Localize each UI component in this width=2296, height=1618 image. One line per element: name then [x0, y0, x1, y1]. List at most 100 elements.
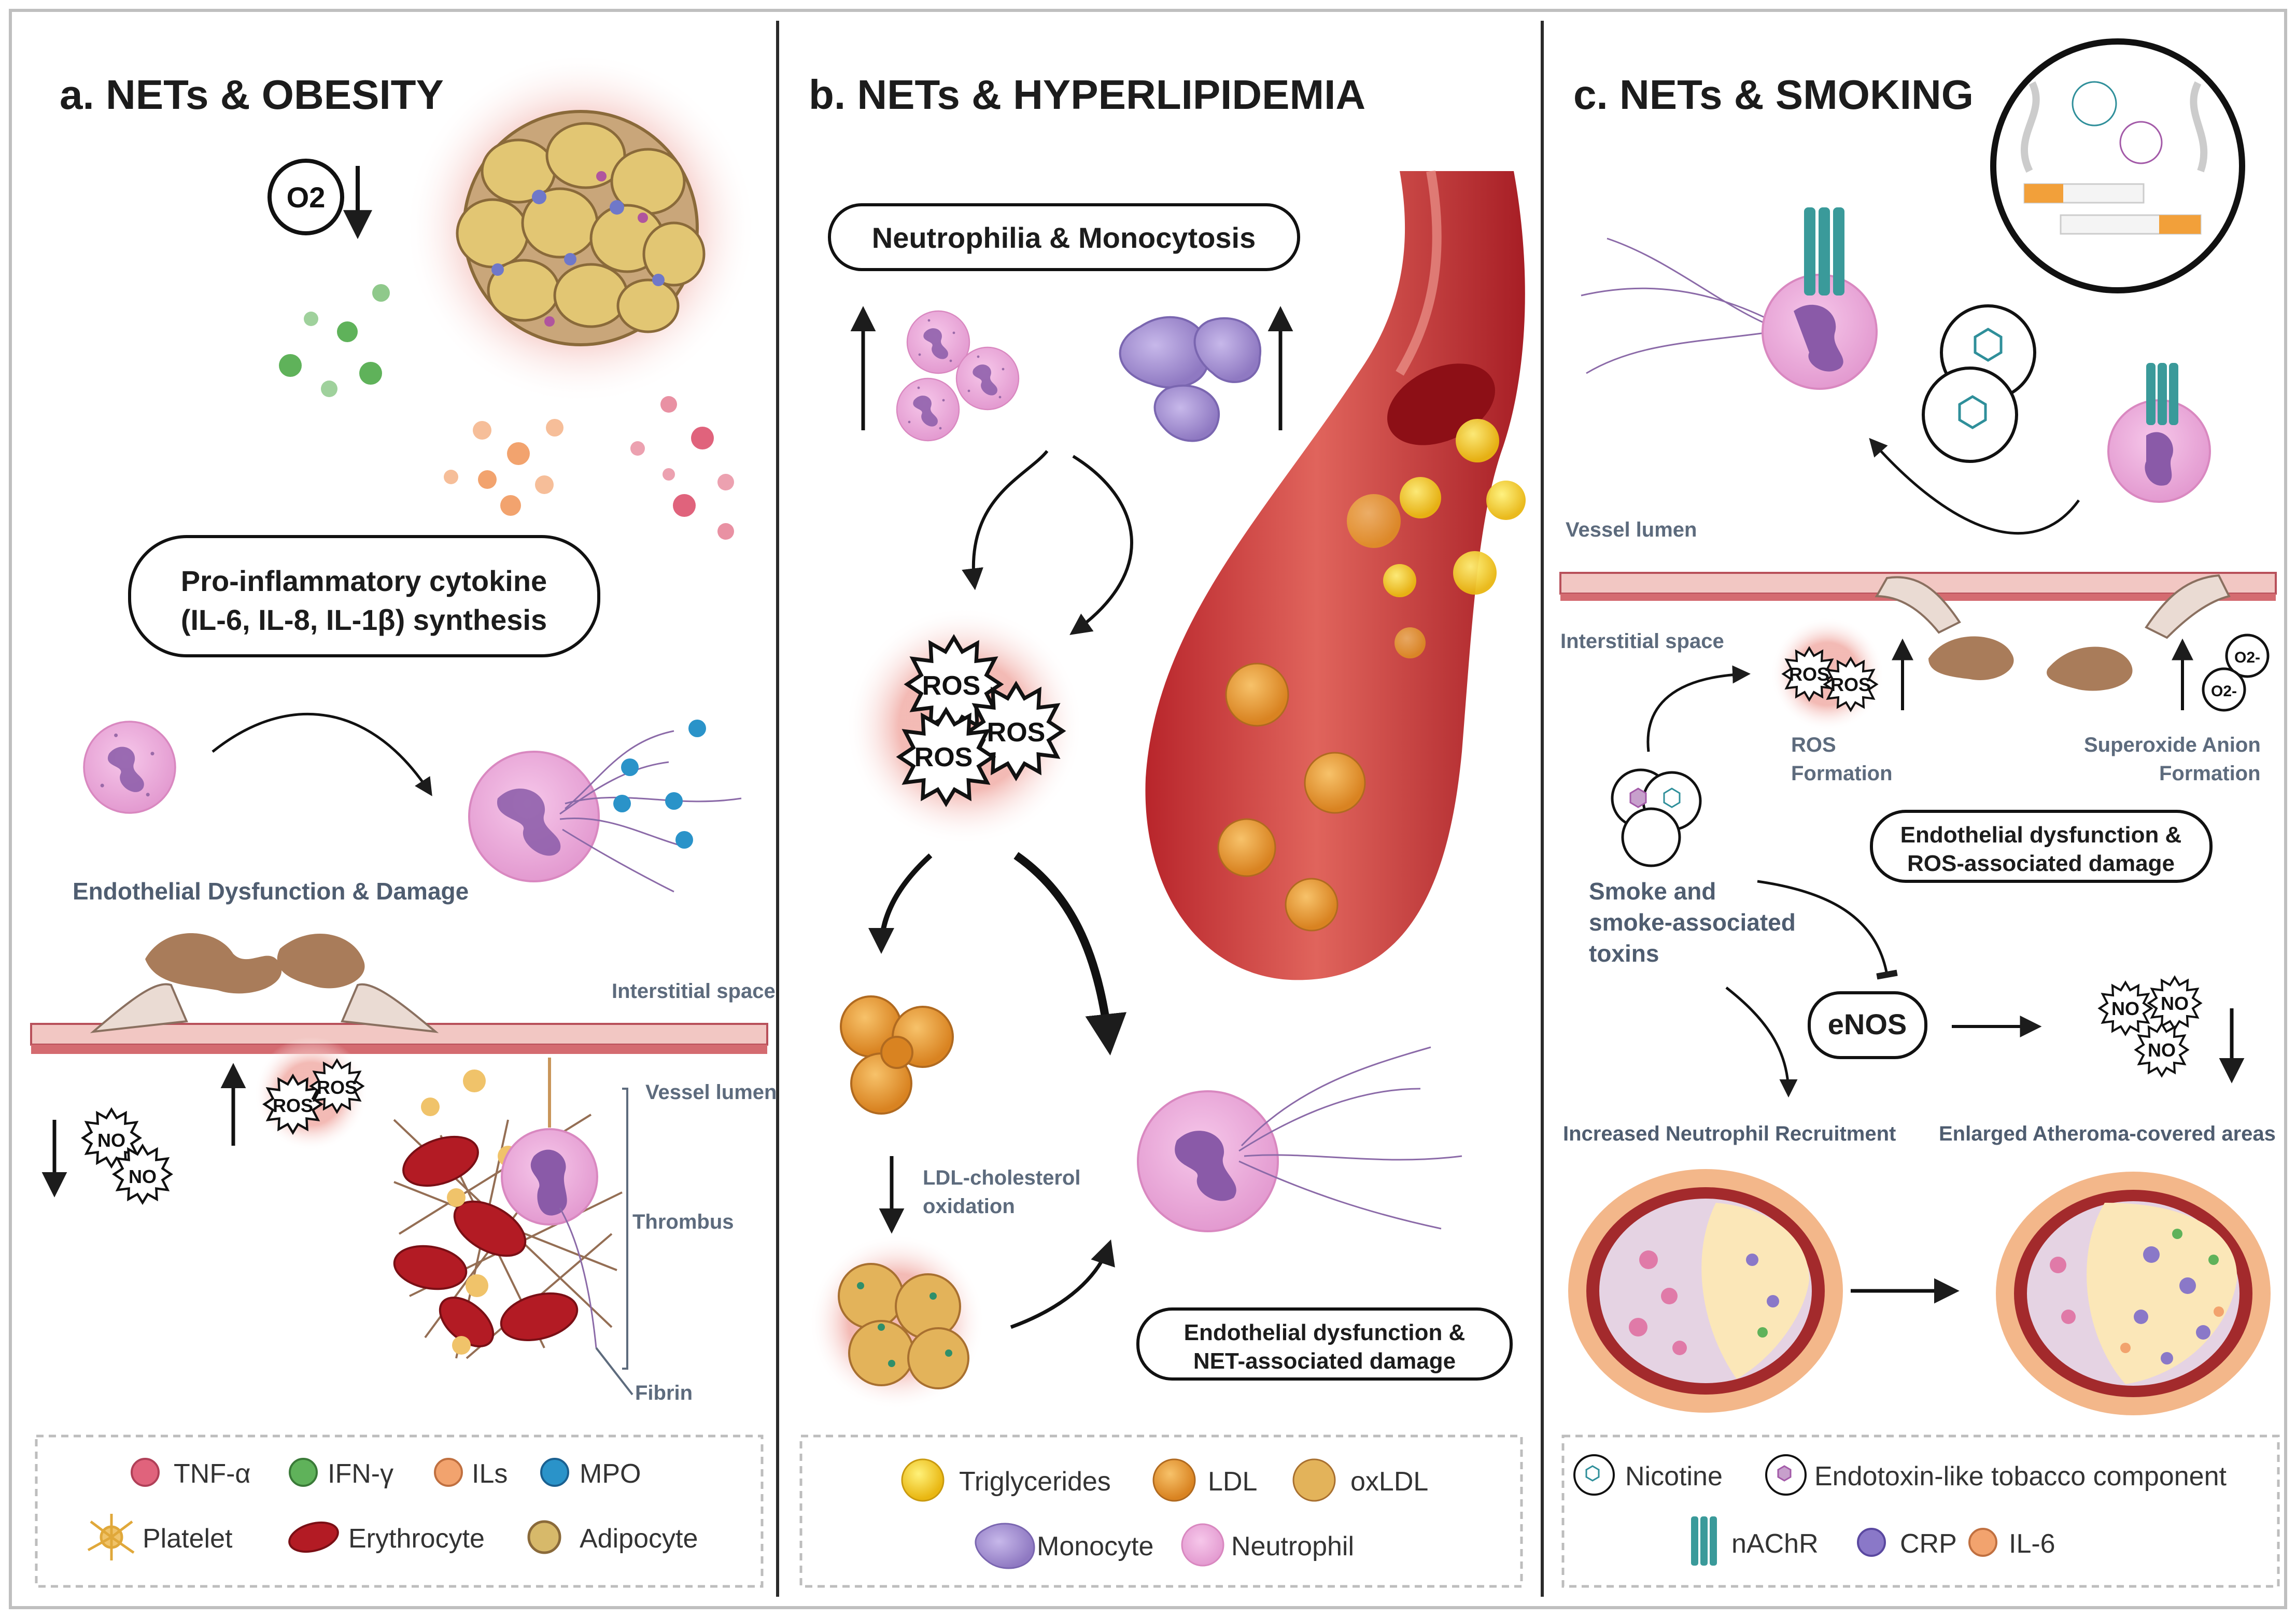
- recruitment-arrow: [1869, 438, 2080, 535]
- ros-formation-arrow: [1646, 665, 1751, 752]
- nicotine-icon: [1573, 1454, 1615, 1496]
- endothelial-dysfunction-label: Endothelial Dysfunction & Damage: [73, 878, 469, 905]
- cytokine-line-1: Pro-inflammatory cytokine: [181, 565, 547, 597]
- recruitment-c-arrow: [1725, 987, 1798, 1098]
- nachr-neutrophil-icon: [1581, 207, 1878, 390]
- il6-dot: [1968, 1528, 1997, 1557]
- ifn-gamma-molecules: [279, 284, 390, 397]
- oxygen-icon: [267, 159, 344, 235]
- ldl-oxidation-line-2: oxidation: [923, 1195, 1015, 1218]
- nicotine-molecules-icon: [1922, 304, 2036, 463]
- legend-b-triglycerides: Triglycerides: [959, 1467, 1111, 1497]
- legend-a-mpo: MPO: [580, 1459, 641, 1489]
- legend-c-il6: IL-6: [2009, 1529, 2055, 1559]
- ldl-oxidation-line-1: LDL-cholesterol: [923, 1166, 1080, 1189]
- ros-formation-line-1: ROS: [1791, 734, 1836, 756]
- ros-c-starburst: ROS ROS: [1770, 617, 1884, 731]
- oxldl-icon: [1292, 1458, 1336, 1502]
- monocyte-icon: [975, 1523, 1035, 1569]
- superoxide-icon: O2- O2-: [2202, 634, 2270, 712]
- svg-text:O2-: O2-: [2211, 683, 2237, 700]
- artery-cross-section-2: [1996, 1172, 2271, 1415]
- thrombus-bracket: [622, 1088, 628, 1370]
- endothelium-c-layer: [1559, 572, 2277, 691]
- legend-b-box: [799, 1434, 1523, 1588]
- flow-arrow-2: [1069, 455, 1133, 635]
- svg-text:NO: NO: [2161, 993, 2189, 1014]
- enos-label: eNOS: [1828, 1008, 1907, 1040]
- smoke-line-2: smoke-associated: [1589, 909, 1796, 936]
- legend-a-platelet: Platelet: [143, 1524, 233, 1554]
- smoke-line-1: Smoke and: [1589, 878, 1716, 905]
- ros-damage-line-1: Endothelial dysfunction &: [1900, 822, 2182, 848]
- neutrophilia-box: [828, 203, 1300, 271]
- ros-damage-line-2: ROS-associated damage: [1907, 851, 2175, 876]
- legend-b-monocyte: Monocyte: [1037, 1531, 1153, 1561]
- tnf-alpha-molecules: [630, 396, 734, 540]
- neutrophilia-label: Neutrophilia & Monocytosis: [872, 221, 1256, 254]
- net-damage-box: [1136, 1307, 1513, 1381]
- nachr-neutrophil-2-icon: [2107, 363, 2211, 503]
- legend-c-nicotine: Nicotine: [1625, 1461, 1723, 1492]
- flow-arrow-4: [1013, 852, 1127, 1056]
- panel-b-title: b. NETs & HYPERLIPIDEMIA: [809, 72, 1365, 118]
- mpo-dot: [540, 1458, 569, 1487]
- panel-c-title: c. NETs & SMOKING: [1573, 72, 1974, 118]
- panel-obesity: a. NETs & OBESITY O2: [30, 52, 777, 1588]
- monocyte-cluster-icon: [1119, 316, 1262, 442]
- ldl-icon: [1152, 1458, 1196, 1502]
- nachr-icon: [1691, 1516, 1717, 1566]
- thrombus-label: Thrombus: [632, 1211, 734, 1233]
- vessel-lumen-c-label: Vessel lumen: [1566, 518, 1697, 541]
- oxygen-label: O2: [287, 181, 326, 214]
- legend-b-oxldl: oxLDL: [1350, 1467, 1428, 1497]
- increased-recruitment-label: Increased Neutrophil Recruitment: [1563, 1122, 1896, 1145]
- netosis-arrow: [212, 712, 432, 796]
- ldl-cluster-icon: [840, 995, 954, 1115]
- erythrocyte-icon: [288, 1521, 339, 1553]
- legend-b-ldl: LDL: [1208, 1467, 1257, 1497]
- fibrin-pointer: [595, 1347, 633, 1396]
- legend-c-nachr: nAChR: [1731, 1529, 1819, 1559]
- svg-text:NO: NO: [2111, 998, 2139, 1019]
- flow-arrow-3: [868, 853, 933, 954]
- endotoxin-icon: [1765, 1454, 1807, 1496]
- flow-arrow-5: [1010, 1239, 1115, 1329]
- enos-inhibition-line: [1757, 880, 1898, 980]
- legend-b-neutrophil: Neutrophil: [1231, 1531, 1354, 1561]
- interstitial-label: Interstitial space: [612, 980, 776, 1003]
- svg-text:ROS: ROS: [922, 671, 981, 701]
- svg-text:NO: NO: [129, 1166, 157, 1187]
- ros-cluster: ROS ROS ROS: [845, 607, 1083, 845]
- legend-a-adipocyte: Adipocyte: [580, 1524, 698, 1554]
- cytokine-synthesis-box: [128, 535, 600, 657]
- adipocyte-icon: [527, 1520, 561, 1554]
- net-damage-line-2: NET-associated damage: [1193, 1348, 1456, 1374]
- enos-box: [1808, 991, 1927, 1059]
- oxldl-cluster-icon: [809, 1234, 985, 1410]
- panel-hyperlipidemia: b. NETs & HYPERLIPIDEMIA Neutrophilia & …: [799, 72, 1526, 1588]
- ils-dot: [434, 1458, 463, 1487]
- legend-c-box: [1561, 1434, 2280, 1588]
- svg-text:ROS: ROS: [273, 1095, 313, 1116]
- netting-neutrophil-b-icon: [1137, 1046, 1462, 1232]
- net-damage-line-1: Endothelial dysfunction &: [1184, 1320, 1466, 1345]
- svg-text:ROS: ROS: [914, 742, 973, 772]
- legend-a-ils: ILs: [472, 1459, 508, 1489]
- vessel-lumen-label: Vessel lumen: [645, 1081, 777, 1104]
- svg-text:ROS: ROS: [1789, 664, 1829, 685]
- platelet-icon: [87, 1514, 135, 1560]
- interstitial-c-label: Interstitial space: [1560, 630, 1724, 653]
- blood-vessel-icon: [1145, 170, 1526, 980]
- smoke-line-3: toxins: [1589, 940, 1659, 967]
- panel-a-title: a. NETs & OBESITY: [60, 72, 444, 118]
- neutrophil-icon: [83, 721, 176, 814]
- superoxide-line-1: Superoxide Anion: [2084, 734, 2261, 756]
- svg-text:NO: NO: [97, 1130, 125, 1151]
- legend-a-ifn: IFN-γ: [328, 1459, 393, 1489]
- ifn-gamma-dot: [289, 1458, 318, 1487]
- toxins-icon: [1611, 768, 1702, 867]
- legend-c-endotoxin: Endotoxin-like tobacco component: [1814, 1461, 2227, 1492]
